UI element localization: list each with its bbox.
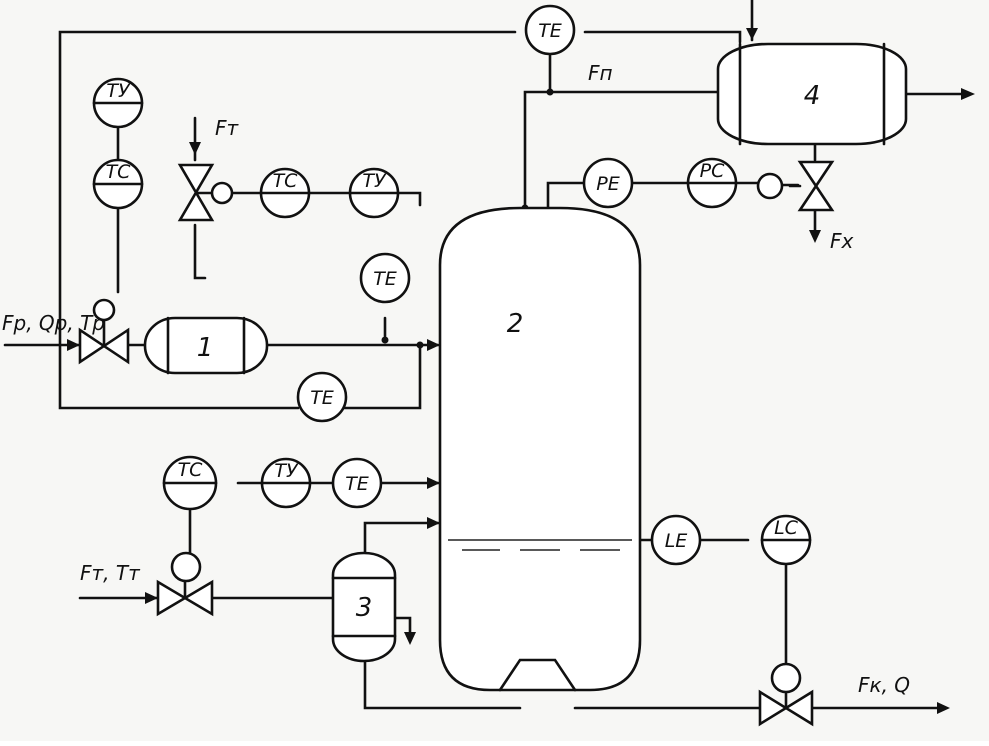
instrument-te-lower: TE [296,371,348,423]
instrument-pc-label: PC [700,160,725,182]
instrument-lc-label: LC [774,517,799,539]
vessel-1-label: 1 [197,333,214,363]
instrument-te-mid-label: TE [373,268,397,290]
instrument-pe: PE [582,157,634,209]
vessel-4: 4 [716,42,908,146]
instrument-tc-low: TC [162,455,218,511]
instrument-tc-mid-label: TC [273,170,299,192]
flow-labels: Fт Fп Fx Fр, Qр, Tр Fт, Tт Fк, Q [2,61,910,697]
instrument-tc-top: TC [92,158,144,210]
flow-label-ft-top: Fт [215,116,240,140]
valve-inlet-left [78,298,130,365]
instrument-pe-label: PE [596,173,619,195]
instrument-le-label: LE [665,530,688,552]
instrument-tc-low-label: TC [178,459,204,481]
instrument-ty-mid-label: TУ [362,170,387,192]
vessel-2: 2 [438,206,642,692]
instrument-te-low: TE [331,457,383,509]
instrument-ty-top-label: TУ [106,80,131,102]
vessel-3: 3 [331,551,397,663]
valve-steam-top [177,163,234,222]
vessel-2-label: 2 [507,309,524,339]
instrument-tc-mid: TC [259,167,311,219]
arrowheads [67,28,975,714]
flow-label-inlet-low: Fт, Tт [80,561,141,585]
instrument-te-top: TE [524,4,576,56]
valve-fx [756,160,835,212]
instrument-te-mid: TE [359,252,411,304]
vessel-4-label: 4 [804,81,821,111]
instrument-lc: LC [760,514,812,566]
vessel-3-label: 3 [356,593,373,623]
instrument-pc: PC [686,157,738,209]
instrument-ty-low-label: TУ [274,460,299,482]
vessel-1: 1 [143,316,269,375]
valve-outlet [758,662,814,727]
instrument-tc-top-label: TC [106,161,132,183]
instrument-te-lower-label: TE [310,387,334,409]
instrument-le: LE [650,514,702,566]
instrument-te-top-label: TE [538,20,562,42]
instrument-ty-low: TУ [260,457,312,509]
instrument-ty-mid: TУ [348,167,400,219]
flow-label-fn: Fп [588,61,613,85]
instrument-te-low-label: TE [345,473,369,495]
valve-inlet-low [156,551,214,617]
flow-label-inlet-left: Fр, Qр, Tр [2,311,105,335]
instrument-ty-top: TУ [92,77,144,129]
flow-label-fx: Fx [830,229,854,253]
flow-label-outlet: Fк, Q [858,673,910,697]
